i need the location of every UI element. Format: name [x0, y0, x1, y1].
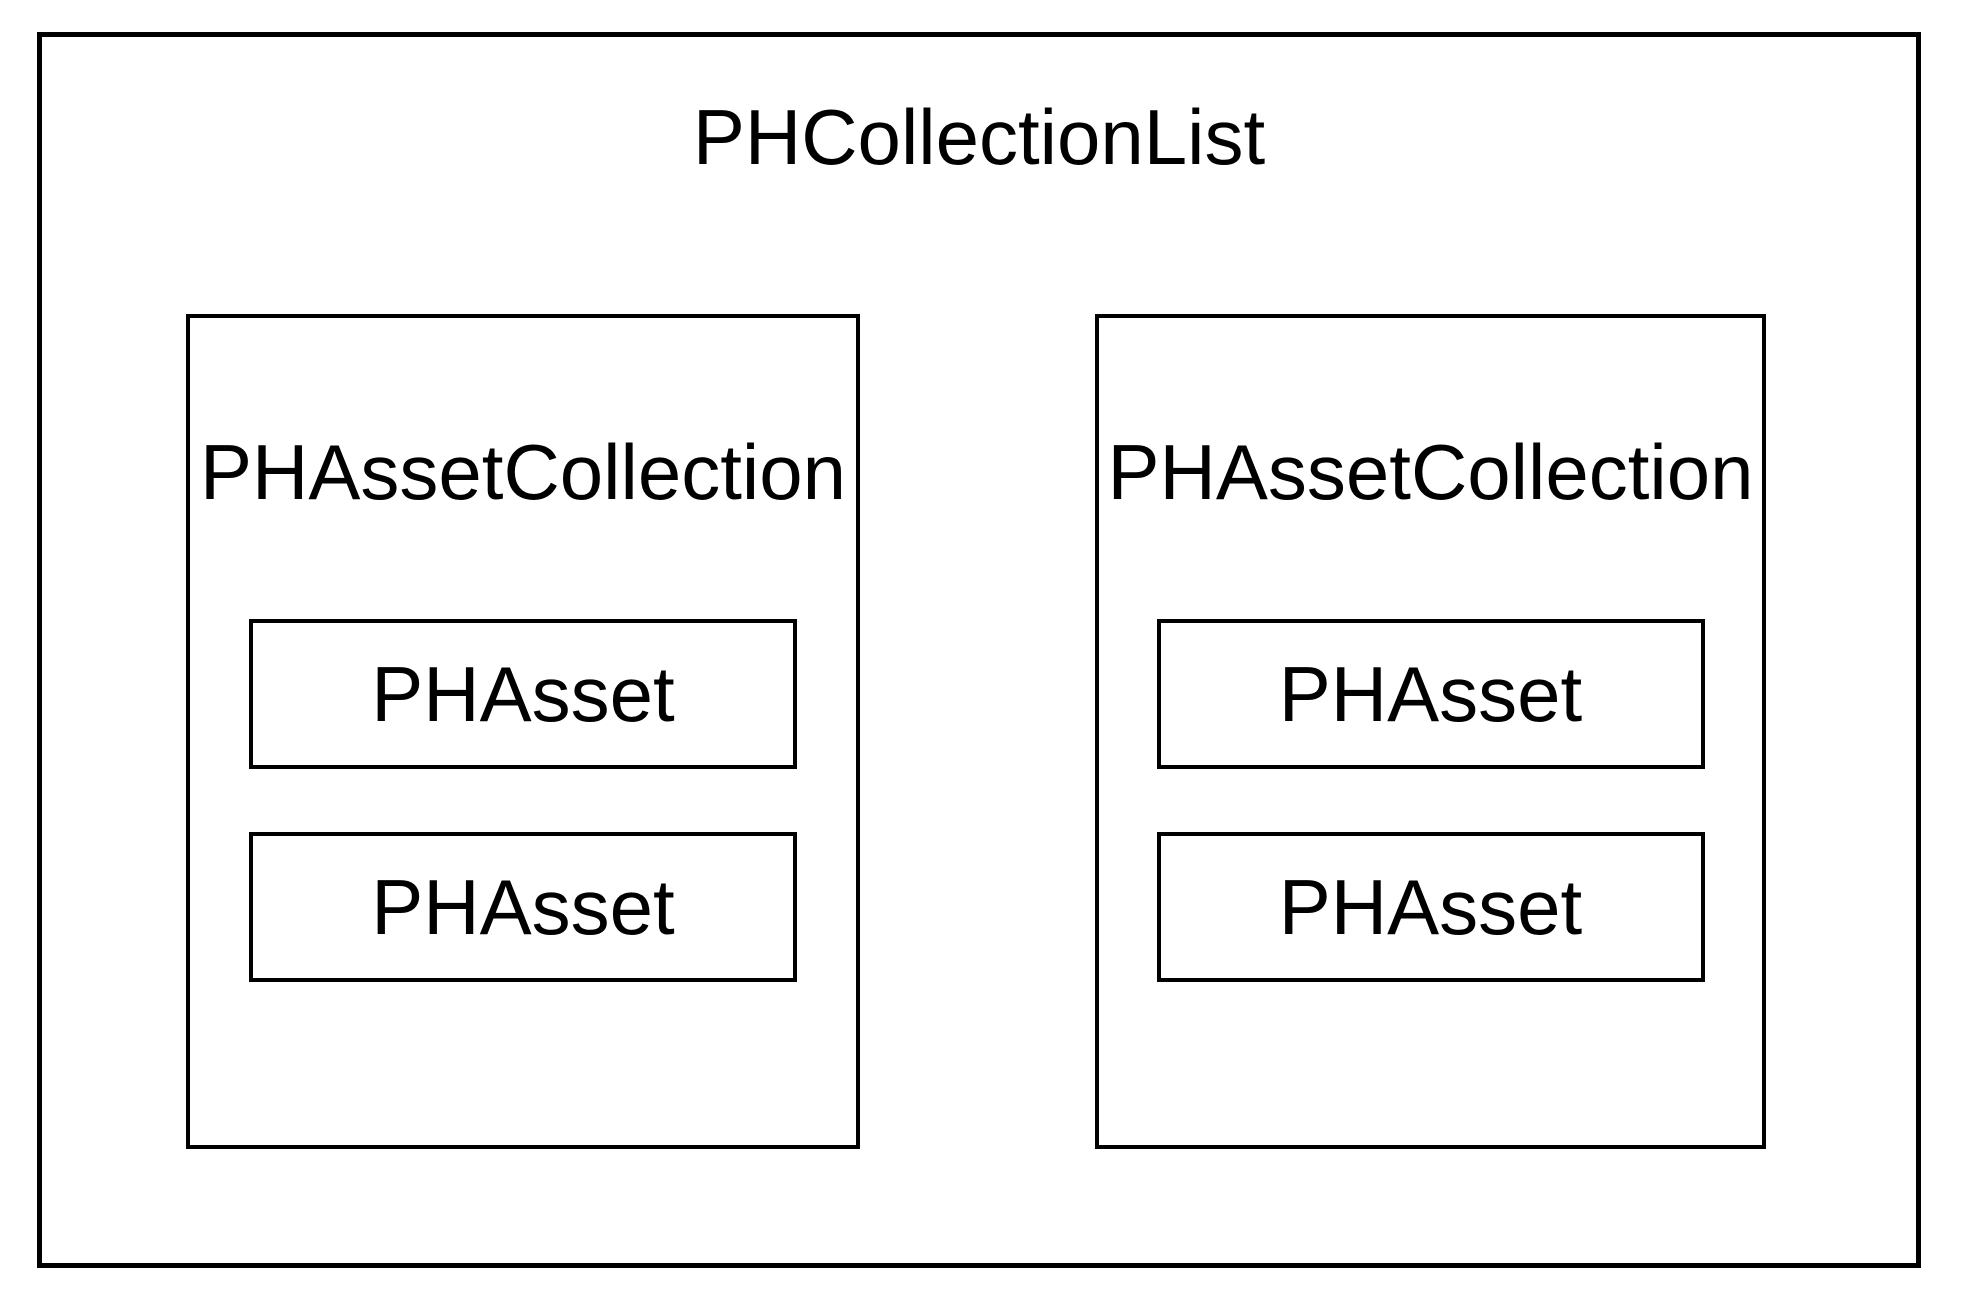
phasset-label: PHAsset: [371, 650, 675, 738]
phassetcollection-label: PHAssetCollection: [1107, 428, 1754, 516]
phassetcollection-box-left: PHAssetCollection PHAsset PHAsset: [186, 314, 860, 1149]
phasset-label: PHAsset: [371, 863, 675, 951]
phasset-box: PHAsset: [249, 832, 797, 982]
phassetcollection-label: PHAssetCollection: [200, 428, 846, 516]
phasset-box: PHAsset: [249, 619, 797, 769]
phcollectionlist-label: PHCollectionList: [692, 93, 1266, 181]
phasset-box: PHAsset: [1156, 832, 1705, 982]
phassetcollection-box-right: PHAssetCollection PHAsset PHAsset: [1095, 314, 1766, 1149]
phasset-box: PHAsset: [1156, 619, 1705, 769]
phasset-label: PHAsset: [1278, 650, 1583, 738]
phcollectionlist-box: PHCollectionList PHAssetCollection PHAss…: [37, 32, 1921, 1268]
phasset-label: PHAsset: [1278, 863, 1583, 951]
